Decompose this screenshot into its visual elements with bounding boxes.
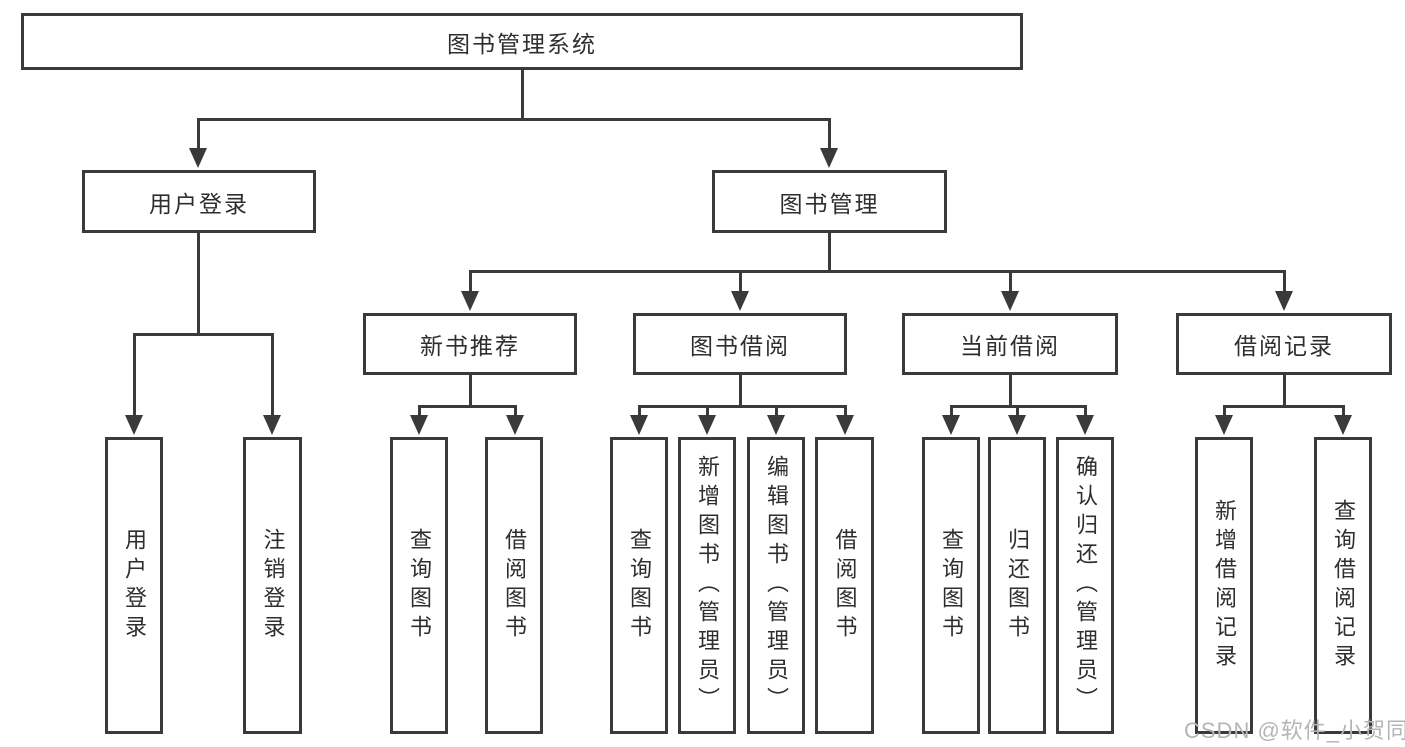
connector-rail-borrowing-records [1223,405,1345,408]
connector-drop-book-borrowing [739,270,742,294]
arrowhead-to-cb-query [942,415,960,435]
arrowhead-to-current-borrowing [1001,291,1019,311]
node-current-borrowing: 当前借阅 [902,313,1118,375]
connector-level3-rail [469,270,1286,273]
arrowhead-to-book-management [820,148,838,168]
arrowhead-to-new-book-recommend [461,291,479,311]
connector-rail-new-book-recommend [418,405,517,408]
arrowhead-to-user-login [189,148,207,168]
connector-drop-br-query [1342,405,1345,418]
connector-drop-recommend-borrow [514,405,517,418]
connector-drop-current-borrowing [1009,270,1012,294]
connector-stem-current-borrowing [1009,375,1012,408]
connector-drop-cb-confirm [1084,405,1087,418]
leaf-edit-book-admin: 编辑图书（管理员） [747,437,805,734]
connector-stem-book-borrowing [739,375,742,408]
connector-stem-new-book-recommend [469,375,472,408]
arrowhead-to-book-borrowing [731,291,749,311]
csdn-watermark: CSDN @软件_小贺同学 [1184,718,1405,743]
arrowhead-to-bb-edit [767,415,785,435]
node-new-book-recommend: 新书推荐 [363,313,577,375]
arrowhead-to-cb-return [1008,415,1026,435]
connector-drop-bb-add [706,405,709,418]
leaf-current-query-book: 查询图书 [922,437,980,734]
connector-rail-book-borrowing [638,405,847,408]
connector-root-trunk [521,69,524,121]
connector-drop-leaf-user-login [133,333,136,417]
node-book-management: 图书管理 [712,170,947,233]
arrowhead-to-cb-confirm [1076,415,1094,435]
connector-drop-user-login [197,118,200,151]
leaf-add-borrow-record: 新增借阅记录 [1195,437,1253,734]
leaf-borrow-book: 借阅图书 [815,437,874,734]
arrowhead-to-br-query [1334,415,1352,435]
leaf-query-borrow-record: 查询借阅记录 [1314,437,1372,734]
connector-drop-bb-edit [775,405,778,418]
connector-drop-recommend-query [418,405,421,418]
connector-rail-user-login [133,333,274,336]
leaf-recommend-query-book: 查询图书 [390,437,448,734]
connector-drop-book-management [828,118,831,151]
connector-level2-rail [197,118,831,121]
connector-drop-cb-query [950,405,953,418]
node-user-login: 用户登录 [82,170,316,233]
node-book-borrowing: 图书借阅 [633,313,847,375]
arrowhead-to-borrowing-records [1275,291,1293,311]
leaf-logout: 注销登录 [243,437,302,734]
connector-drop-br-add [1223,405,1226,418]
arrowhead-to-bb-query [630,415,648,435]
arrowhead-to-recommend-borrow [506,415,524,435]
arrowhead-to-br-add [1215,415,1233,435]
leaf-user-login: 用户登录 [105,437,163,734]
node-root-library-system: 图书管理系统 [21,13,1023,70]
connector-drop-bb-query [638,405,641,418]
arrowhead-to-bb-add [698,415,716,435]
leaf-recommend-borrow-book: 借阅图书 [485,437,543,734]
node-borrowing-records: 借阅记录 [1176,313,1392,375]
leaf-return-book: 归还图书 [988,437,1046,734]
connector-drop-borrowing-records [1283,270,1286,294]
connector-drop-bb-borrow [844,405,847,418]
leaf-add-book-admin: 新增图书（管理员） [678,437,736,734]
arrowhead-to-recommend-query [410,415,428,435]
connector-stem-borrowing-records [1283,375,1286,408]
arrowhead-to-leaf-user-login [125,415,143,435]
arrowhead-to-bb-borrow [836,415,854,435]
connector-drop-leaf-logout [271,333,274,417]
connector-stem-user-login [197,233,200,336]
connector-stem-book-management [828,233,831,273]
connector-drop-new-book-recommend [469,270,472,294]
leaf-borrowing-query-book: 查询图书 [610,437,668,734]
arrowhead-to-leaf-logout [263,415,281,435]
connector-drop-cb-return [1016,405,1019,418]
leaf-confirm-return-admin: 确认归还（管理员） [1056,437,1114,734]
